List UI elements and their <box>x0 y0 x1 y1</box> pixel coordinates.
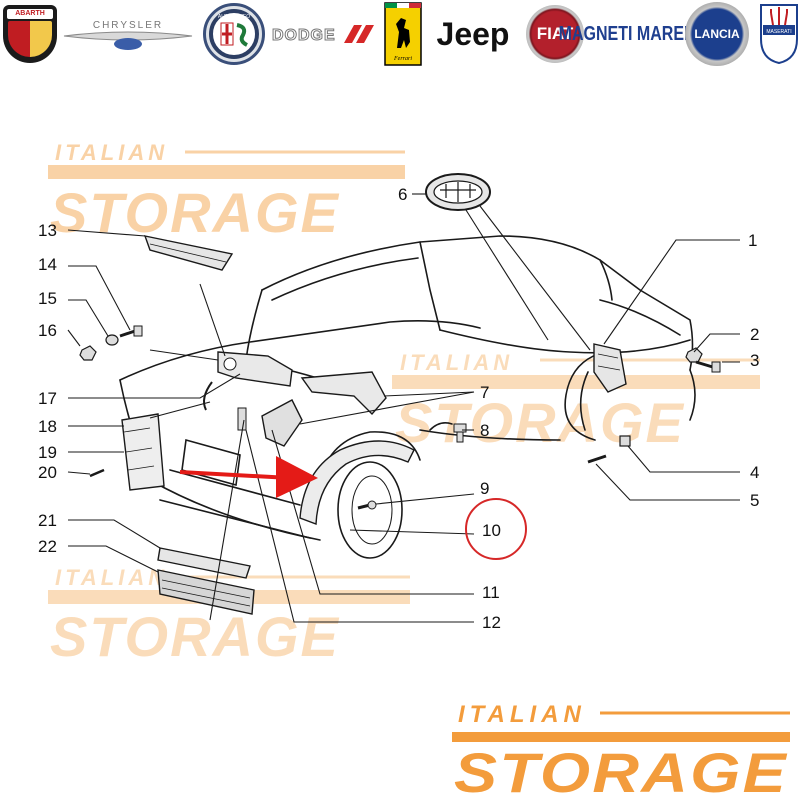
fiat-logo[interactable]: FIAT <box>526 5 584 63</box>
part-13-seal-strip <box>143 235 234 271</box>
callout-9[interactable]: 9 <box>480 479 489 498</box>
part-9-bolt <box>357 500 377 510</box>
part-4-clip <box>619 435 631 447</box>
callout-18[interactable]: 18 <box>38 417 57 436</box>
part-3-bolt <box>695 360 721 373</box>
svg-text:ITALIAN: ITALIAN <box>55 140 168 165</box>
svg-text:STORAGE: STORAGE <box>50 605 340 668</box>
part-1-rear-mudflap <box>593 343 627 393</box>
part-21-22-trim-strips <box>157 547 255 615</box>
callout-8[interactable]: 8 <box>480 421 489 440</box>
part-7-splash-guard <box>261 371 387 447</box>
brand-line-2: STORAGE <box>454 741 788 800</box>
red-pointer-arrow <box>179 456 318 498</box>
abarth-logo[interactable]: ABARTH <box>2 2 58 66</box>
svg-text:Ferrari: Ferrari <box>393 56 412 62</box>
callout-13[interactable]: 13 <box>38 221 57 240</box>
leader-lines <box>67 193 740 623</box>
svg-text:STORAGE: STORAGE <box>50 181 340 244</box>
callout-22[interactable]: 22 <box>38 537 57 556</box>
svg-text:ALFA ROMEO: ALFA ROMEO <box>218 14 250 20</box>
svg-text:CHRYSLER: CHRYSLER <box>93 20 163 31</box>
part-18-19-side-panel <box>121 413 165 491</box>
brand-logo-bar: ABARTH CHRYSLER ALFA ROMEO DODGE <box>0 0 800 72</box>
callout-16[interactable]: 16 <box>38 321 57 340</box>
callout-10[interactable]: 10 <box>482 521 501 540</box>
part-16-nut <box>79 345 97 361</box>
svg-text:ITALIAN: ITALIAN <box>55 565 168 590</box>
part-5-screw <box>587 454 607 464</box>
watermark-bottom-left: ITALIAN STORAGE <box>48 565 410 668</box>
car-body-outline <box>119 235 696 559</box>
part-20-screw <box>89 468 105 478</box>
svg-text:MASERATI: MASERATI <box>766 29 791 35</box>
watermark-middle: ITALIAN STORAGE <box>392 350 760 454</box>
callout-1[interactable]: 1 <box>748 231 757 250</box>
alfa-romeo-logo[interactable]: ALFA ROMEO <box>203 3 265 65</box>
part-6-vent-grille <box>425 173 491 211</box>
svg-text:DODGE: DODGE <box>272 27 336 44</box>
part-2-nut <box>685 347 703 363</box>
lancia-logo[interactable]: LANCIA <box>685 2 749 66</box>
part-8-clip <box>453 423 467 443</box>
ferrari-logo[interactable]: Ferrari <box>384 2 422 66</box>
callout-11[interactable]: 11 <box>482 583 500 602</box>
brand-line-1: ITALIAN <box>458 701 586 728</box>
svg-text:ITALIAN: ITALIAN <box>400 350 513 375</box>
callout-5[interactable]: 5 <box>750 491 759 510</box>
dodge-logo[interactable]: DODGE <box>270 2 378 66</box>
callout-21[interactable]: 21 <box>38 511 57 530</box>
svg-text:STORAGE: STORAGE <box>395 391 685 454</box>
callout-7[interactable]: 7 <box>480 383 489 402</box>
part-14-bolt <box>119 325 143 338</box>
callout-3[interactable]: 3 <box>750 351 759 370</box>
callout-4[interactable]: 4 <box>750 463 759 482</box>
callout-2[interactable]: 2 <box>750 325 759 344</box>
maserati-logo[interactable]: MASERATI <box>758 2 800 66</box>
chrysler-logo[interactable]: CHRYSLER <box>62 2 194 66</box>
magneti-marelli-logo[interactable]: MAGNETI MARELLI <box>558 23 708 45</box>
callout-12[interactable]: 12 <box>482 613 501 632</box>
callout-labels: 1 2 3 4 5 6 7 8 9 10 11 12 13 14 15 16 1… <box>38 185 759 632</box>
callout-20[interactable]: 20 <box>38 463 57 482</box>
italian-storage-brand-logo[interactable]: ITALIAN STORAGE <box>452 701 790 800</box>
jeep-logo[interactable]: Jeep <box>436 15 510 52</box>
part-15-washer <box>105 334 119 346</box>
callout-6[interactable]: 6 <box>398 185 407 204</box>
watermark-top-left: ITALIAN STORAGE <box>48 140 405 244</box>
part-17-bracket <box>203 351 293 411</box>
callout-17[interactable]: 17 <box>38 389 57 408</box>
callout-15[interactable]: 15 <box>38 289 57 308</box>
part-11-wheel-arch-liner <box>299 440 415 525</box>
callout-19[interactable]: 19 <box>38 443 57 462</box>
callout-10-highlight-circle <box>465 498 527 560</box>
callout-14[interactable]: 14 <box>38 255 57 274</box>
part-screw-center <box>237 407 247 431</box>
